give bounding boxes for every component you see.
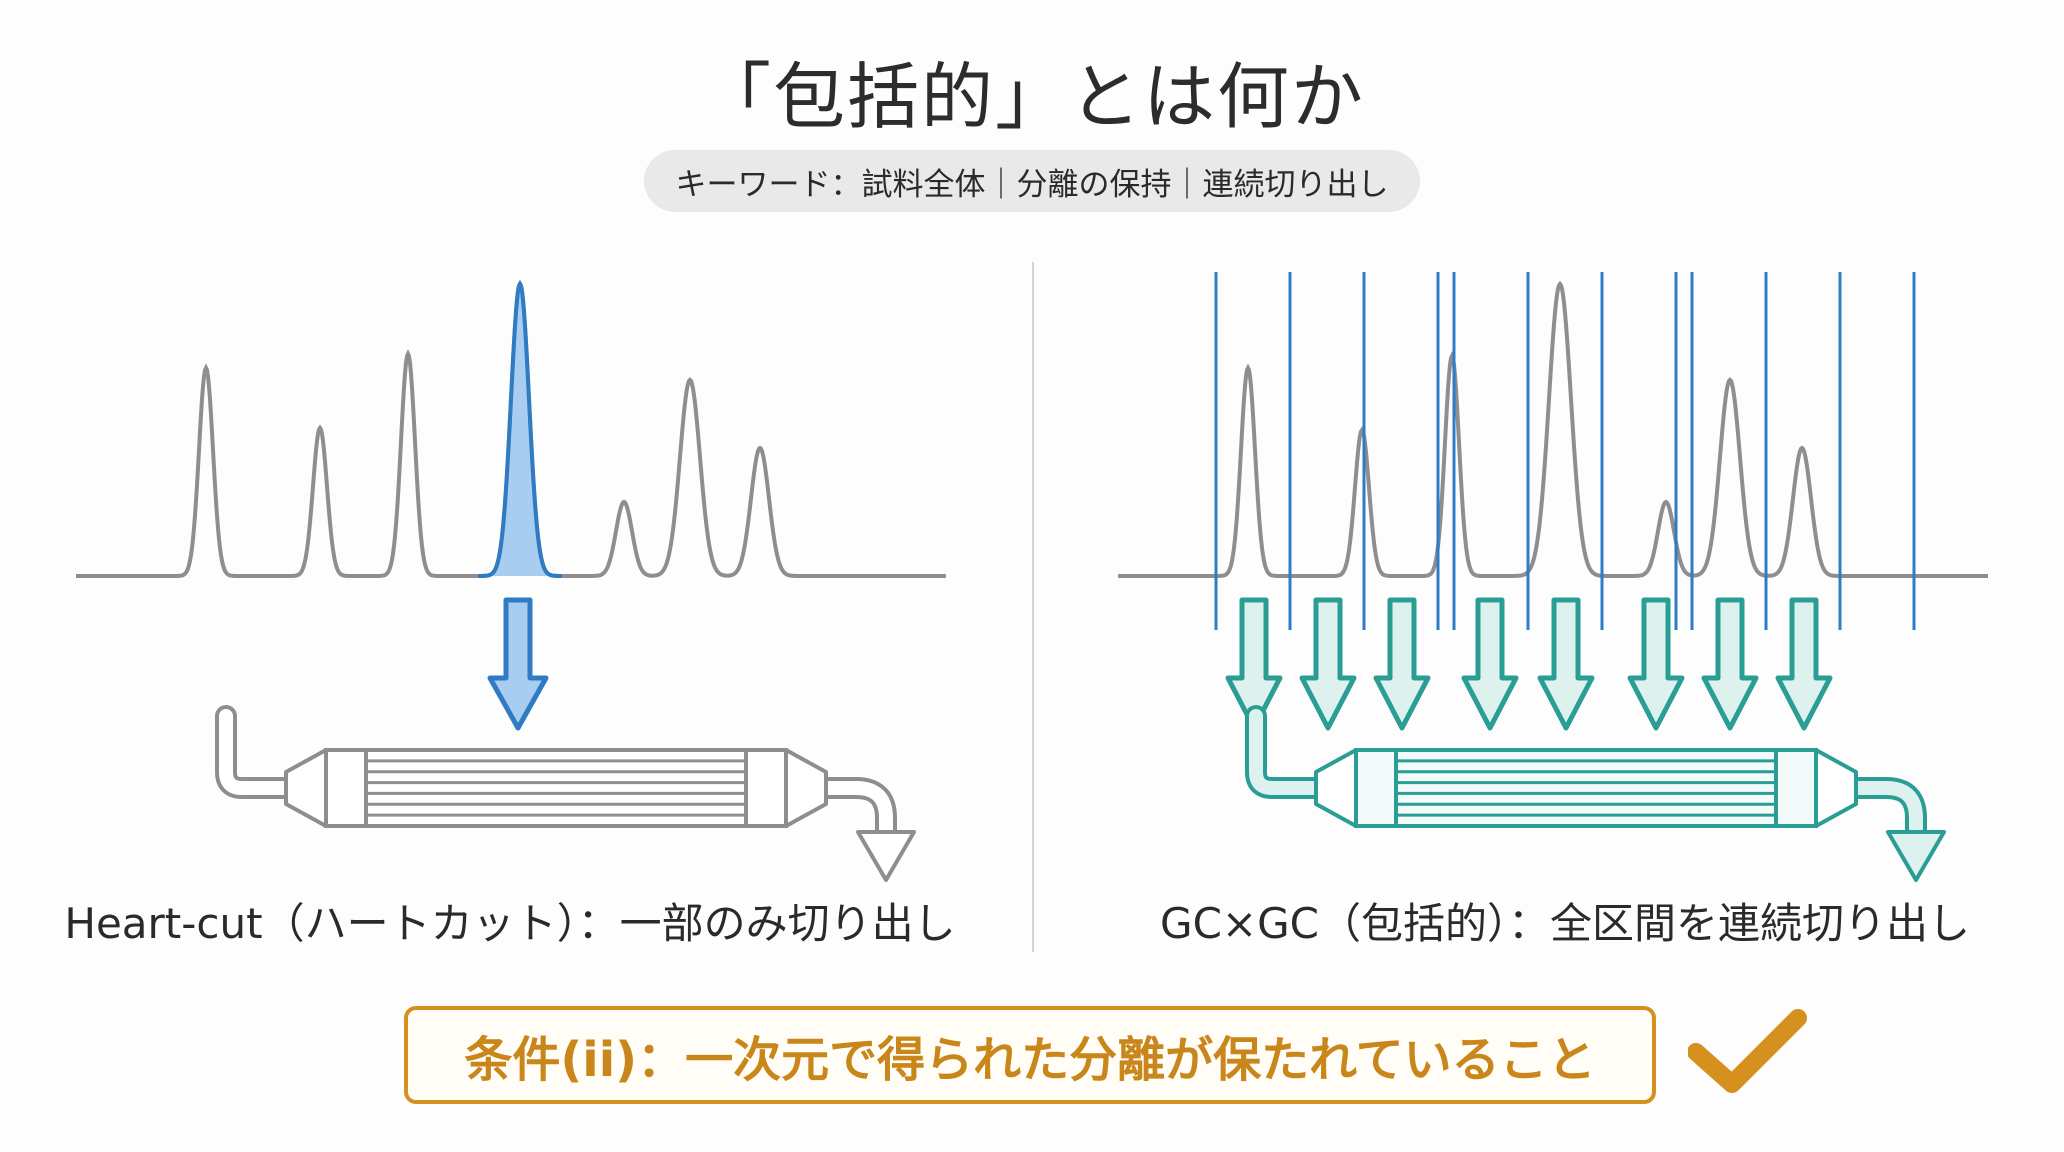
condition-box: 条件(ii)：一次元で得られた分離が保たれていること (404, 1006, 1656, 1104)
gcxgc-panel (1118, 272, 1988, 882)
inlet-pipe (1245, 705, 1327, 799)
column-body (1354, 748, 1818, 828)
outlet-pipe-inner (1846, 781, 1923, 836)
heart-cut-caption: Heart-cut（ハートカット）：一部のみ切り出し (64, 899, 956, 948)
check-icon (1688, 1009, 1807, 1093)
right-end-cap (784, 748, 828, 828)
down-arrow-icon (1537, 597, 1595, 731)
left-end-cap (1314, 748, 1358, 828)
right-chromatogram (1118, 280, 1988, 578)
down-arrow-icon (1299, 597, 1357, 731)
left-end-cap (284, 748, 328, 828)
capillary-column-icon (215, 705, 916, 882)
outlet-pipe-inner (816, 781, 893, 836)
down-arrows (1225, 597, 1833, 731)
right-trace (1118, 280, 1988, 578)
down-arrow-icon (1461, 597, 1519, 731)
gcxgc-caption: GC×GC（包括的）：全区間を連続切り出し (1160, 899, 1970, 948)
right-end-cap (1814, 748, 1858, 828)
modulation-cut-lines (1214, 272, 1916, 630)
down-arrow-icon (1225, 597, 1283, 731)
left-chromatogram (76, 279, 946, 578)
center-divider (1032, 262, 1034, 952)
cut-peak-fill (478, 284, 562, 576)
column-body (324, 748, 788, 828)
down-arrow-icon (1701, 597, 1759, 731)
page-title: 「包括的」とは何か (698, 55, 1365, 139)
inlet-pipe (215, 705, 297, 799)
down-arrow-icon (487, 597, 549, 731)
cut-peak-outline (478, 279, 562, 578)
down-arrow-icon (487, 597, 549, 731)
inlet-pipe-inner (219, 709, 293, 795)
outlet-arrow-head (856, 830, 916, 882)
down-arrow-icon (1627, 597, 1685, 731)
keyword-pill: キーワード：試料全体｜分離の保持｜連続切り出し (644, 150, 1420, 212)
heart-cut-panel (76, 279, 946, 882)
capillary-column-icon (1245, 705, 1946, 882)
outlet-arrow-head (1886, 830, 1946, 882)
down-arrow-icon (1373, 597, 1431, 731)
inlet-pipe-inner (1249, 709, 1323, 795)
down-arrow-icon (1775, 597, 1833, 731)
